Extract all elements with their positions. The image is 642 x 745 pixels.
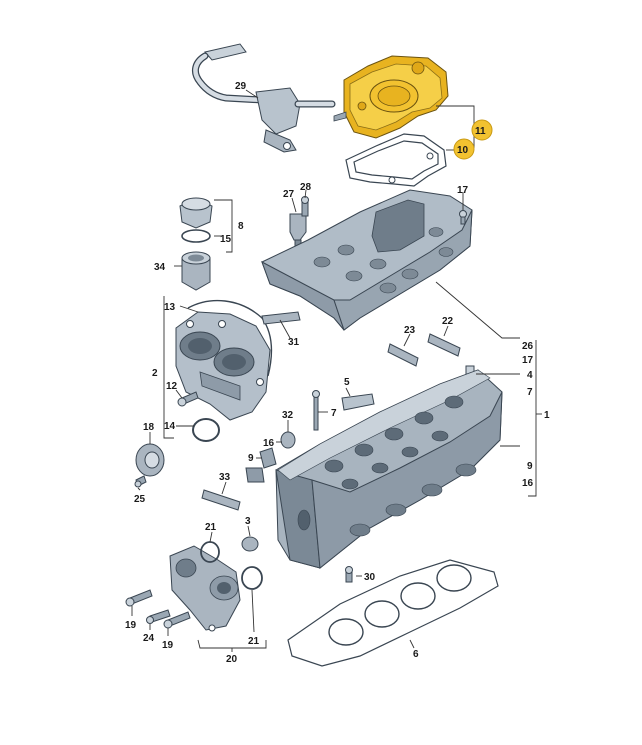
label-21-bottom: 21 (248, 636, 260, 647)
label-1: 1 (544, 410, 550, 421)
label-16-left: 16 (263, 438, 275, 449)
label-4: 4 (527, 370, 533, 381)
label-15: 15 (220, 234, 232, 245)
label-19-right: 19 (162, 640, 174, 651)
label-7-right: 7 (527, 387, 533, 398)
part-labels: 29 11 10 27 28 17 8 15 34 13 31 23 22 26… (125, 81, 550, 665)
label-25: 25 (134, 494, 146, 505)
leader-lines (131, 89, 542, 652)
label-28: 28 (300, 182, 312, 193)
label-9-right: 9 (527, 461, 533, 472)
oring-and-screw (241, 536, 353, 583)
label-22: 22 (442, 316, 454, 327)
bolt-and-oring (177, 391, 220, 442)
label-13: 13 (164, 302, 176, 313)
label-33: 33 (219, 472, 231, 483)
front-housing (125, 541, 263, 632)
cover-gasket (345, 133, 447, 187)
label-20: 20 (226, 654, 238, 665)
label-17-top: 17 (457, 185, 469, 196)
label-17-right: 17 (522, 355, 534, 366)
oil-filler-cap (179, 197, 213, 291)
label-23: 23 (404, 325, 416, 336)
label-10: 10 (457, 145, 469, 156)
highlighted-cover-part (333, 55, 449, 139)
label-7-mid: 7 (331, 408, 337, 419)
head-gasket (287, 559, 499, 667)
label-30: 30 (364, 572, 376, 583)
label-21-top: 21 (205, 522, 217, 533)
label-3: 3 (245, 516, 251, 527)
label-26: 26 (522, 341, 534, 352)
label-19-left: 19 (125, 620, 137, 631)
label-9-left: 9 (248, 453, 254, 464)
label-8: 8 (238, 221, 244, 232)
label-18: 18 (143, 422, 155, 433)
sensor-and-screw (289, 196, 309, 247)
sprocket (134, 443, 165, 488)
timing-cover (175, 299, 273, 421)
label-27: 27 (283, 189, 295, 200)
small-parts (201, 311, 475, 511)
label-31: 31 (288, 337, 300, 348)
label-29: 29 (235, 81, 247, 92)
label-34: 34 (154, 262, 166, 273)
vacuum-pipe-assembly (191, 43, 336, 153)
valve-cover (261, 189, 473, 331)
label-14: 14 (164, 421, 176, 432)
highlight-marker-10 (453, 138, 475, 160)
highlight-marker-11 (471, 119, 493, 141)
label-12: 12 (166, 381, 178, 392)
label-16-right: 16 (522, 478, 534, 489)
label-2: 2 (152, 368, 158, 379)
label-24: 24 (143, 633, 155, 644)
label-6: 6 (413, 649, 419, 660)
label-5: 5 (344, 377, 350, 388)
cylinder-head (275, 369, 503, 569)
label-32: 32 (282, 410, 294, 421)
label-11: 11 (475, 126, 486, 137)
